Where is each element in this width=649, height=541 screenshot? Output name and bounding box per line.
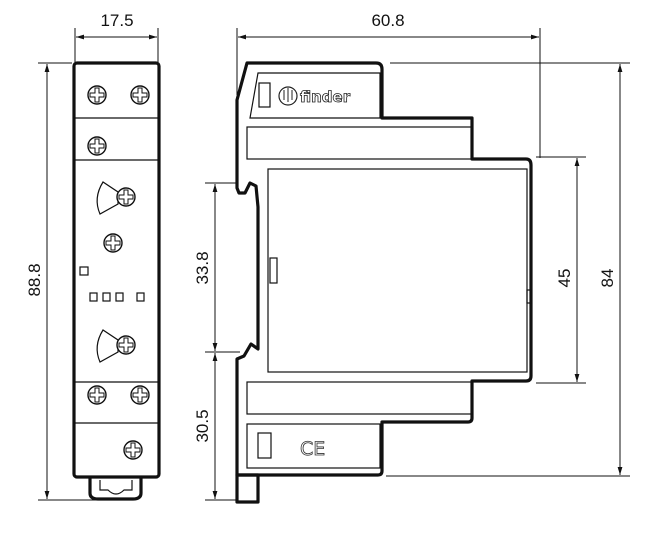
ce-panel: [246, 423, 381, 469]
led-indicator-icon: [136, 292, 145, 302]
din-release-clip: [88, 477, 143, 501]
label-slot-icon: [257, 432, 272, 459]
led-indicator-icon: [79, 266, 89, 276]
finder-logo: finder: [278, 86, 351, 106]
label-side-depth: 60.8: [371, 11, 404, 30]
terminal-screw-icon: [87, 385, 107, 405]
terminal-screw-icon: [123, 440, 143, 460]
lower-terminal-band: [246, 381, 473, 415]
front-face: [267, 168, 528, 373]
logo-panel: [249, 72, 381, 119]
led-indicator-icon: [115, 292, 124, 302]
front-view: [72, 61, 161, 501]
led-indicator-icon: [102, 292, 111, 302]
side-notch: [269, 257, 278, 284]
side-notch: [526, 289, 532, 304]
label-din-clip: 33.8: [193, 251, 212, 284]
svg-text:finder: finder: [300, 88, 351, 106]
led-indicator-icon: [89, 292, 98, 302]
label-front-width: 17.5: [100, 11, 133, 30]
terminal-screw-icon: [87, 136, 107, 156]
extension-lines: [38, 28, 630, 501]
label-lower-height: 30.5: [193, 409, 212, 442]
knob-icon: [96, 181, 136, 215]
terminal-screw-icon: [130, 85, 150, 105]
adjust-screw-icon: [103, 233, 123, 253]
label-front-face: 45: [555, 269, 574, 288]
side-foot: [235, 473, 260, 504]
terminal-screw-icon: [87, 85, 107, 105]
upper-terminal-band: [246, 126, 473, 160]
knob-icon: [96, 329, 136, 363]
label-body-height: 84: [598, 269, 617, 288]
ce-mark: CE: [300, 438, 325, 460]
label-slot-icon: [258, 82, 271, 108]
front-body-outline: [72, 61, 161, 479]
terminal-screw-icon: [130, 385, 150, 405]
dimension-lines: [44, 34, 623, 499]
label-total-height: 88.8: [25, 263, 44, 296]
side-body-outline: [235, 61, 533, 477]
side-view: finder CE: [235, 61, 533, 504]
